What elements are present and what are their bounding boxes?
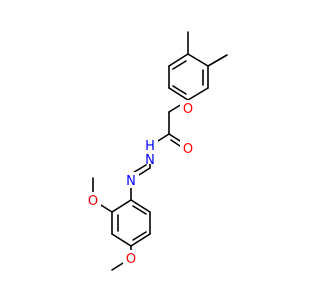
bond (111, 233, 132, 247)
dimethylphenyl-ring (168, 31, 228, 101)
bond (168, 87, 189, 101)
bond (132, 205, 147, 215)
atom-mask (180, 140, 196, 156)
molecule-diagram: O O H N N O O (85, 31, 228, 271)
amide-hydrogen-label: H (145, 139, 155, 154)
atom-mask (123, 250, 139, 266)
carbonyl-oxygen-label: O (183, 142, 193, 157)
bond (111, 199, 132, 213)
bond (187, 53, 209, 67)
bond (187, 87, 209, 101)
bond (130, 199, 151, 213)
dimethoxyphenyl-ring (92, 177, 151, 271)
bond (168, 53, 189, 67)
atom-mask (123, 172, 139, 188)
linker-chain (130, 99, 189, 181)
bond (172, 85, 187, 95)
atom-mask (180, 100, 196, 116)
atom-mask (85, 192, 101, 208)
ether-oxygen-label: O (183, 102, 193, 117)
bond (168, 103, 183, 113)
molecule-structure: O O H N N O O (85, 31, 228, 271)
bond (132, 231, 147, 241)
methyl-bond (207, 54, 228, 67)
bond (130, 233, 151, 247)
methoxy-oxygen-label: O (88, 194, 98, 209)
bond (172, 60, 187, 70)
amide-nitrogen-label: N (145, 153, 155, 168)
atom-labels: O O H N N O O (85, 100, 196, 267)
imine-nitrogen-label: N (126, 174, 136, 189)
atom-mask (142, 138, 158, 164)
methoxy-oxygen-label: O (126, 252, 136, 267)
